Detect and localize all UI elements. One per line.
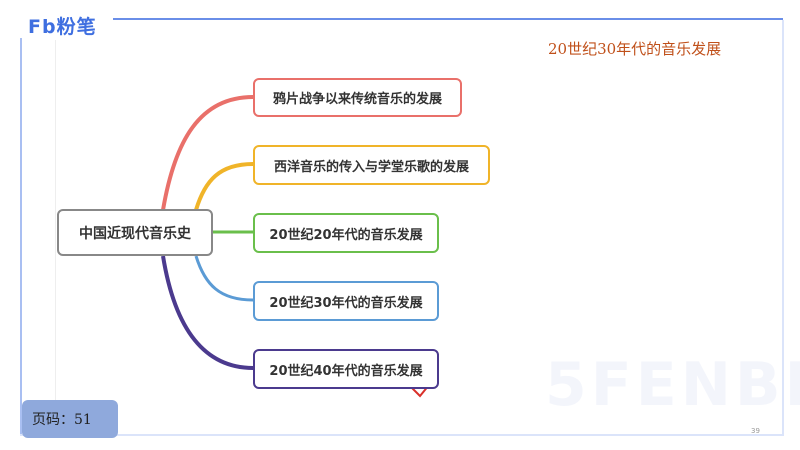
connector-2: [194, 162, 254, 211]
connector-4: [194, 255, 254, 302]
right-border: [782, 20, 784, 436]
branch-node-5: 20世纪40年代的音乐发展: [253, 349, 439, 389]
connector-5: [161, 255, 254, 370]
page-badge: 页码：51: [22, 400, 118, 438]
root-node: 中国近现代音乐史: [57, 209, 213, 256]
fenbi-logo: Fb粉笔: [28, 16, 97, 38]
bottom-border: [20, 434, 784, 436]
branch-node-3: 20世纪20年代的音乐发展: [253, 213, 439, 253]
connector-1: [161, 95, 254, 211]
branch-node-4: 20世纪30年代的音乐发展: [253, 281, 439, 321]
branch-node-1: 鸦片战争以来传统音乐的发展: [253, 78, 462, 117]
left-border: [20, 38, 22, 436]
slide-number: 39: [751, 427, 760, 435]
slide-title: 20世纪30年代的音乐发展: [548, 40, 722, 58]
watermark: 5FENBI: [545, 350, 800, 420]
branch-node-2: 西洋音乐的传入与学堂乐歌的发展: [253, 145, 490, 185]
inner-divider: [55, 40, 56, 420]
top-divider: [113, 18, 783, 20]
